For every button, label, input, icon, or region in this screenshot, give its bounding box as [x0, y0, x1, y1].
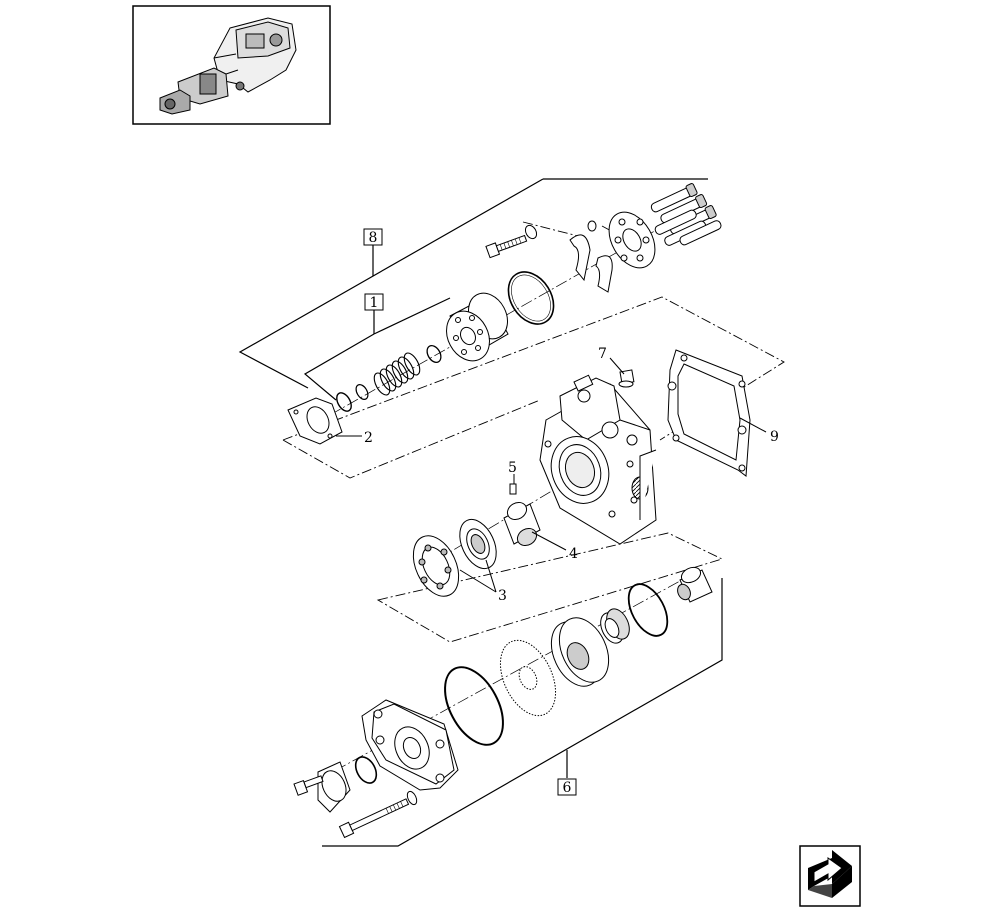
- pin-part-5[interactable]: [509, 483, 517, 495]
- callout-8-label: 8: [369, 230, 378, 246]
- cover-plate[interactable]: [317, 761, 351, 813]
- callout-6[interactable]: 6: [557, 778, 577, 796]
- washer-spring[interactable]: [354, 383, 371, 402]
- callout-1-label: 1: [370, 295, 379, 311]
- piston-set[interactable]: [644, 180, 723, 254]
- retainer-plate[interactable]: [600, 204, 665, 276]
- seal-carrier[interactable]: [542, 610, 619, 694]
- snap-ring[interactable]: [334, 390, 354, 413]
- bolt-short-lower[interactable]: [293, 775, 324, 796]
- plug-cap[interactable]: [675, 564, 713, 603]
- o-ring-lower-large[interactable]: [433, 658, 515, 755]
- cover-flange[interactable]: [361, 699, 459, 791]
- callout-1[interactable]: 1: [364, 293, 384, 311]
- group-6-bracket: [322, 578, 723, 847]
- o-ring-large-top[interactable]: [499, 264, 563, 333]
- group-8-bracket: [238, 178, 708, 389]
- callout-5-label[interactable]: 5: [508, 460, 517, 476]
- gasket-part-9[interactable]: [667, 349, 751, 477]
- callout-6-label: 6: [563, 780, 572, 796]
- bolt-top[interactable]: [485, 223, 539, 259]
- callout-9-label[interactable]: 9: [770, 429, 779, 445]
- pump-housing[interactable]: [539, 374, 657, 545]
- pump-assembly-thumbnail-icon: [159, 17, 297, 115]
- o-ring-cover[interactable]: [351, 753, 380, 786]
- o-ring-lower-right[interactable]: [621, 578, 676, 642]
- gasket-dotted[interactable]: [489, 632, 566, 725]
- bolt-long-lower[interactable]: [338, 790, 418, 839]
- callout-4-label[interactable]: 4: [569, 546, 578, 562]
- leader-lines: [336, 357, 767, 593]
- bushing-part-4[interactable]: [503, 499, 541, 549]
- swash-clip-pair[interactable]: [569, 220, 613, 293]
- plate-part-2[interactable]: [287, 397, 343, 445]
- spring[interactable]: [371, 351, 423, 398]
- callout-8[interactable]: 8: [363, 228, 383, 246]
- bolt-part-7[interactable]: [618, 369, 635, 388]
- assembly-thumbnail[interactable]: [132, 5, 331, 125]
- group-1-bracket: [303, 297, 451, 401]
- bearing-pair-part-3[interactable]: [404, 514, 503, 604]
- callout-7-label[interactable]: 7: [598, 346, 607, 362]
- callout-3-label[interactable]: 3: [498, 588, 507, 604]
- next-page-arrow-icon[interactable]: [799, 845, 861, 907]
- callout-2-label[interactable]: 2: [364, 430, 373, 446]
- o-ring-small[interactable]: [424, 343, 443, 365]
- cylinder-block[interactable]: [438, 286, 515, 368]
- bushing-lower[interactable]: [596, 605, 634, 646]
